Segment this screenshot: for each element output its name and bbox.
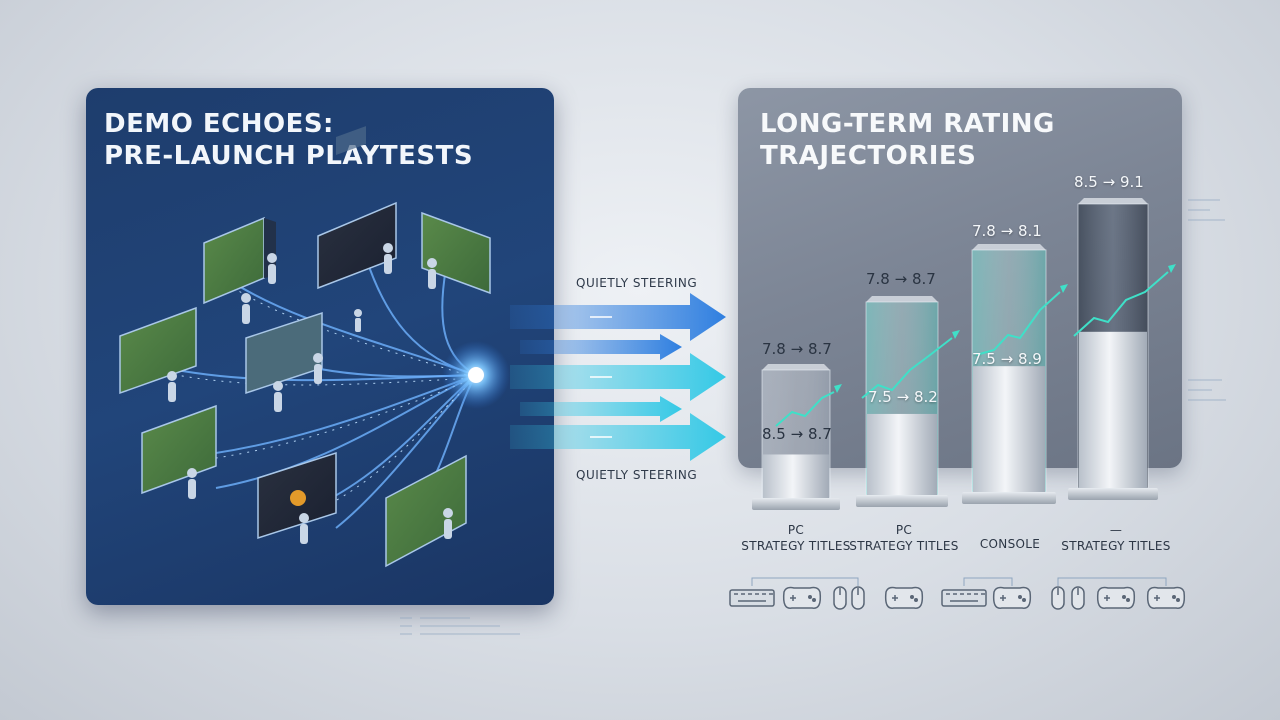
playtest-screen <box>141 404 217 495</box>
keyboard-icon <box>729 589 775 607</box>
steering-arrows <box>510 293 726 461</box>
bar-top-label: 7.8 → 8.1 <box>972 222 1042 240</box>
playtest-screen <box>119 306 197 395</box>
mouse-icon <box>851 586 865 610</box>
gamepad-icon <box>992 586 1032 609</box>
playtest-panel: DEMO ECHOES: PRE-LAUNCH PLAYTESTS <box>86 88 554 605</box>
rating-bar <box>962 244 1056 504</box>
bar-top-label: 7.8 → 8.7 <box>762 340 832 358</box>
steering-arrow <box>520 334 682 360</box>
trend-line <box>1073 271 1169 337</box>
bar-top <box>972 244 1046 250</box>
bar-base <box>1068 488 1158 500</box>
steering-arrow <box>510 413 726 461</box>
trend-line <box>861 337 953 399</box>
bar-fill <box>973 366 1045 492</box>
bar-inner-label: 7.5 → 8.2 <box>868 388 938 406</box>
gamepad-icon <box>1096 586 1136 609</box>
steering-arrow <box>510 293 726 341</box>
playtest-screen <box>421 211 491 295</box>
steering-arrow <box>520 396 682 422</box>
device-bracket <box>963 577 1013 586</box>
gamepad-icon <box>884 586 924 609</box>
playtest-screen <box>257 451 337 540</box>
bar-top-label: 8.5 → 9.1 <box>1074 173 1144 191</box>
trend-line <box>975 291 1061 356</box>
bar-top-label: 7.8 → 8.7 <box>866 270 936 288</box>
device-bracket <box>751 577 859 586</box>
device-row <box>729 577 1186 610</box>
device-bracket <box>1057 577 1167 586</box>
steering-label-top: QUIETLY STEERING <box>576 276 698 290</box>
trend-arrowhead <box>1060 284 1068 293</box>
bar-fill <box>763 454 829 498</box>
steering-label-bottom: QUIETLY STEERING <box>576 468 698 482</box>
mouse-icon <box>1071 586 1085 610</box>
bar-top <box>762 364 830 370</box>
bar-top <box>866 296 938 302</box>
trend-arrowhead <box>952 330 960 339</box>
trend-arrowhead <box>1168 264 1176 273</box>
trend-line <box>775 391 835 427</box>
steering-arrow <box>510 353 726 401</box>
mouse-icon <box>833 586 847 610</box>
playtest-screen <box>385 454 467 568</box>
bar-inner-label: 7.5 → 8.9 <box>972 350 1042 368</box>
playtest-panel-title: DEMO ECHOES: PRE-LAUNCH PLAYTESTS <box>104 109 474 171</box>
playtest-screen <box>317 126 397 290</box>
mouse-icon <box>1051 586 1065 610</box>
gamepad-icon <box>1146 586 1186 609</box>
trend-arrowhead <box>834 384 842 393</box>
rating-bar <box>752 364 840 510</box>
bar-base <box>856 495 948 507</box>
playtest-network-illustration <box>119 126 510 568</box>
keyboard-icon <box>941 589 987 607</box>
rating-bar <box>1068 198 1158 500</box>
bar-category-label: —STRATEGY TITLES <box>1061 523 1171 553</box>
bar-inner-label: 8.5 → 8.7 <box>762 425 832 443</box>
gamepad-icon <box>782 586 822 609</box>
playtest-screen <box>203 216 276 305</box>
bar-category-label: CONSOLE <box>979 537 1041 551</box>
playtester-figures <box>167 243 453 544</box>
rating-bar <box>856 296 948 507</box>
bar-fill <box>1079 331 1147 488</box>
bar-base <box>962 492 1056 504</box>
bar-top <box>1078 198 1148 204</box>
decorative-ticks <box>400 199 1226 635</box>
bar-fill <box>867 413 937 495</box>
rating-panel-title: LONG-TERM RATING TRAJECTORIES <box>760 109 1055 171</box>
rating-bars <box>752 198 1176 510</box>
bar-base <box>752 498 840 510</box>
